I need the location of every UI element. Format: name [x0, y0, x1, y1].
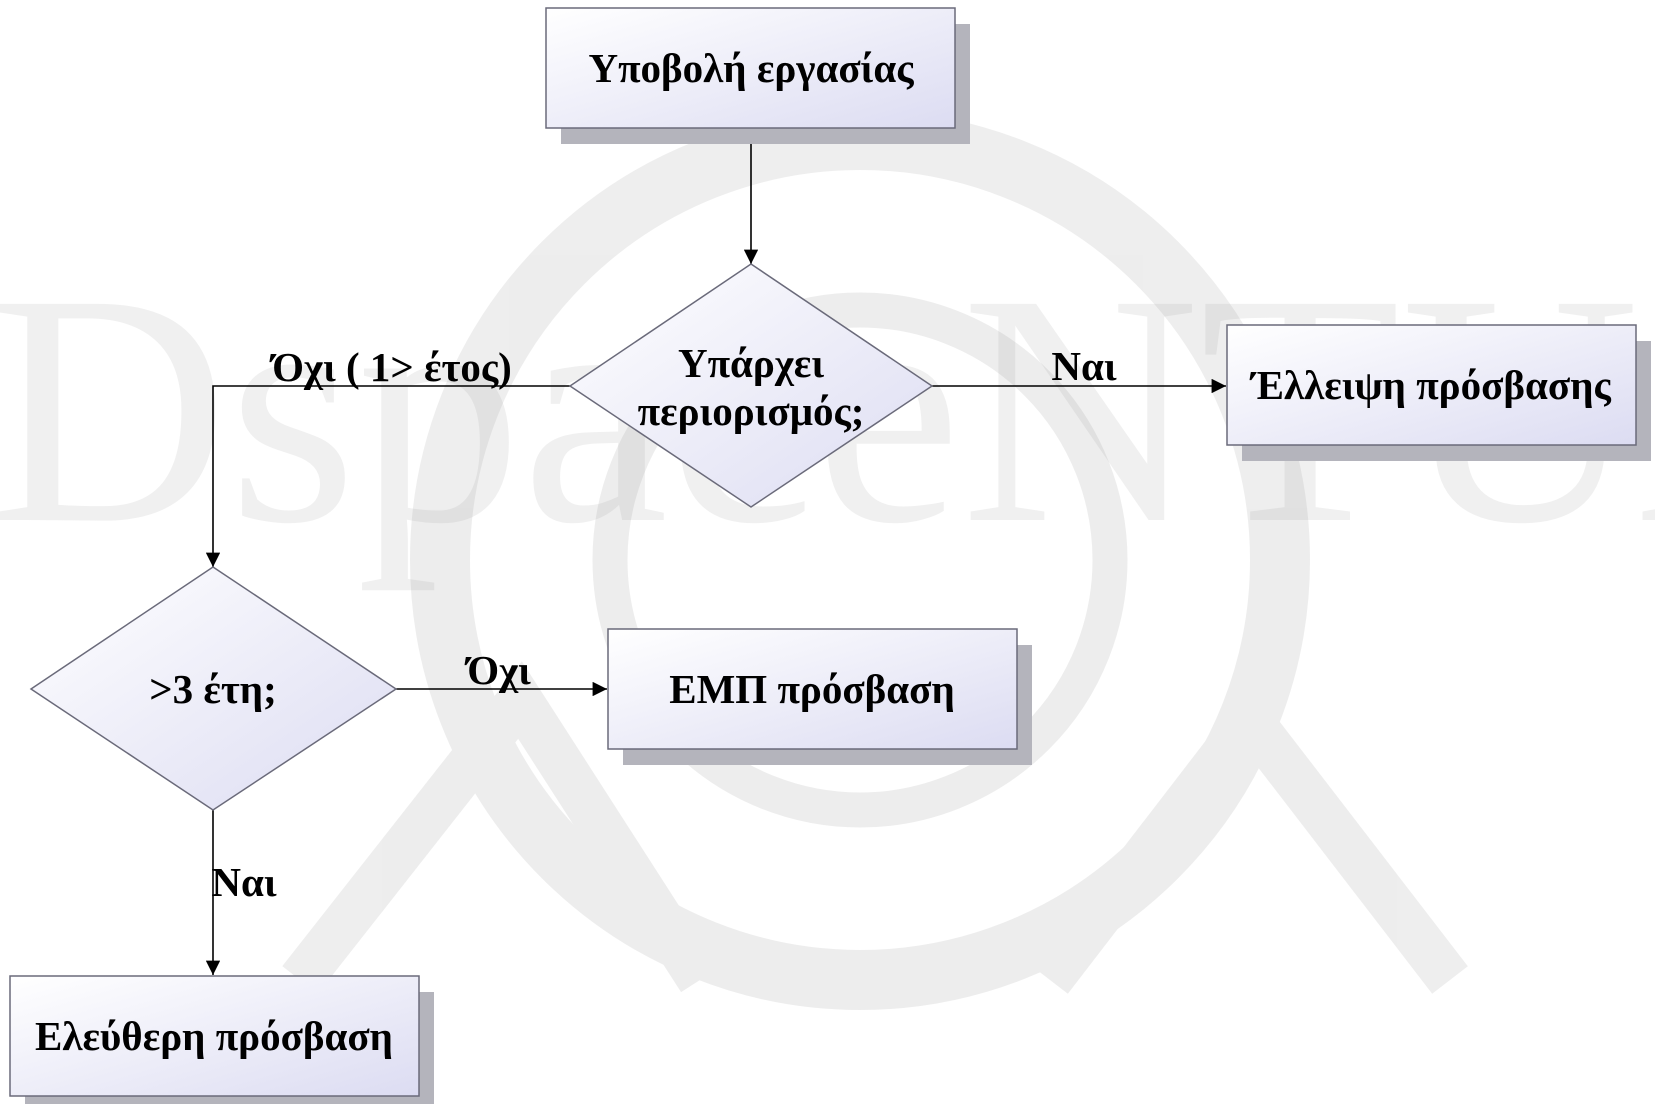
connectors — [205, 128, 1226, 975]
node-restriction-line1: Υπάρχει — [678, 340, 824, 386]
edge-label-restriction-no: Όχι ( 1> έτος) — [269, 344, 512, 390]
node-free-access: Ελεύθερη πρόσβαση — [9, 975, 434, 1104]
node-years-decision: >3 έτη; — [29, 566, 398, 811]
node-box — [545, 7, 956, 129]
node-ntua-access: ΕΜΠ πρόσβαση — [607, 628, 1032, 765]
node-restriction-line2: περιορισμός; — [638, 388, 865, 434]
edge-label-years-yes: Ναι — [211, 859, 276, 905]
node-box — [1226, 324, 1637, 446]
node-no-access-label: Έλλειψη πρόσβασης — [1249, 362, 1611, 408]
edge-label-years-no: Όχι — [464, 647, 531, 693]
connector-restriction-no — [205, 385, 570, 567]
node-ntua-access-label: ΕΜΠ πρόσβαση — [669, 666, 954, 712]
node-box — [9, 975, 420, 1097]
node-free-access-label: Ελεύθερη πρόσβαση — [35, 1013, 393, 1059]
node-restriction-decision: Υπάρχει περιορισμός; — [568, 263, 934, 508]
decision-diamond — [568, 263, 934, 508]
node-submit-label: Υποβολή εργασίας — [588, 45, 914, 91]
edge-label-restriction-yes: Ναι — [1051, 343, 1116, 389]
node-submit: Υποβολή εργασίας — [545, 7, 970, 144]
node-no-access: Έλλειψη πρόσβασης — [1226, 324, 1651, 461]
node-years-label: >3 έτη; — [149, 666, 276, 712]
node-box — [607, 628, 1018, 750]
decision-diamond — [29, 566, 398, 811]
